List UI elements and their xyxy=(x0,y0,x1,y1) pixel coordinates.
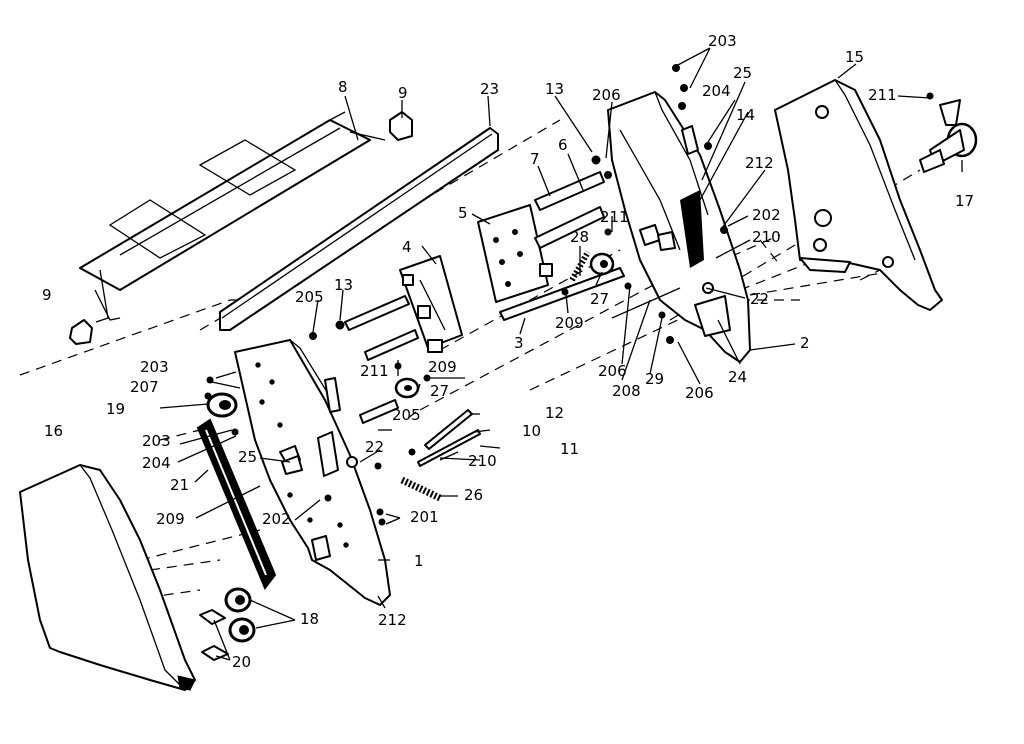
label-14: 14 xyxy=(736,106,755,124)
label-201: 201 xyxy=(410,508,439,526)
label-206-mid: 206 xyxy=(598,362,627,380)
label-208: 208 xyxy=(612,382,641,400)
label-23: 23 xyxy=(480,80,499,98)
part-1-left-frame xyxy=(234,339,391,606)
part-20-pins xyxy=(199,609,229,661)
label-5: 5 xyxy=(458,204,468,222)
part-15-right-cover xyxy=(774,79,943,311)
label-211-right: 211 xyxy=(868,86,897,104)
label-19: 19 xyxy=(106,400,125,418)
label-203-mid: 203 xyxy=(142,432,171,450)
label-24: 24 xyxy=(728,368,747,386)
part-8-paper-guide xyxy=(79,111,386,323)
label-206-bottom: 206 xyxy=(685,384,714,402)
part-2-right-frame xyxy=(607,91,751,363)
label-209-right: 209 xyxy=(428,358,457,376)
label-205-top: 205 xyxy=(295,288,324,306)
shafts xyxy=(344,171,625,424)
label-28: 28 xyxy=(570,228,589,246)
label-212-bottom: 212 xyxy=(378,611,407,629)
part-16-left-cover xyxy=(19,464,196,691)
label-27-right: 27 xyxy=(590,290,609,308)
part-17-knob xyxy=(919,99,978,173)
label-7: 7 xyxy=(530,150,540,168)
label-202-right: 202 xyxy=(752,206,781,224)
label-204-top: 204 xyxy=(702,82,731,100)
label-9-left: 9 xyxy=(42,286,52,304)
label-29: 29 xyxy=(645,370,664,388)
label-2: 2 xyxy=(800,334,810,352)
label-13-top: 13 xyxy=(545,80,564,98)
label-25-top: 25 xyxy=(733,64,752,82)
label-22-left: 22 xyxy=(365,438,384,456)
label-210-right: 210 xyxy=(752,228,781,246)
label-15: 15 xyxy=(845,48,864,66)
label-1: 1 xyxy=(414,552,424,570)
label-26: 26 xyxy=(464,486,483,504)
part-5-plate xyxy=(477,204,553,303)
label-211-left: 211 xyxy=(360,362,389,380)
label-18: 18 xyxy=(300,610,319,628)
label-16: 16 xyxy=(44,422,63,440)
label-17: 17 xyxy=(955,192,974,210)
label-206-top: 206 xyxy=(592,86,621,104)
part-23-long-bar xyxy=(219,127,499,331)
label-209-left: 209 xyxy=(156,510,185,528)
linkages xyxy=(281,129,714,475)
leader-lines xyxy=(159,47,963,661)
label-20: 20 xyxy=(232,653,251,671)
part-9-blocks xyxy=(69,111,413,345)
label-209-mid: 209 xyxy=(555,314,584,332)
label-4: 4 xyxy=(402,238,412,256)
label-9-top: 9 xyxy=(398,84,408,102)
label-210-left: 210 xyxy=(468,452,497,470)
label-12: 12 xyxy=(545,404,564,422)
label-211-mid: 211 xyxy=(600,208,629,226)
label-203-top: 203 xyxy=(708,32,737,50)
label-10: 10 xyxy=(522,422,541,440)
label-204-left: 204 xyxy=(142,454,171,472)
label-8: 8 xyxy=(338,78,348,96)
label-3: 3 xyxy=(514,334,524,352)
label-6: 6 xyxy=(558,136,568,154)
label-205-mid: 205 xyxy=(392,406,421,424)
label-25-left: 25 xyxy=(238,448,257,466)
part-21-belt xyxy=(196,418,277,590)
part-labels: 8 9 9 23 13 206 203 25 204 14 15 211 17 … xyxy=(42,32,974,671)
label-22-right: 22 xyxy=(750,290,769,308)
label-207: 207 xyxy=(130,378,159,396)
part-27-gears xyxy=(394,252,615,399)
label-21: 21 xyxy=(170,476,189,494)
fasteners xyxy=(204,64,934,526)
gears xyxy=(206,392,256,643)
label-212-right: 212 xyxy=(745,154,774,172)
label-13-left: 13 xyxy=(334,276,353,294)
part-4-bracket xyxy=(399,255,463,353)
label-202-left: 202 xyxy=(262,510,291,528)
label-11: 11 xyxy=(560,440,579,458)
label-27-left: 27 xyxy=(430,382,449,400)
label-203-left: 203 xyxy=(140,358,169,376)
